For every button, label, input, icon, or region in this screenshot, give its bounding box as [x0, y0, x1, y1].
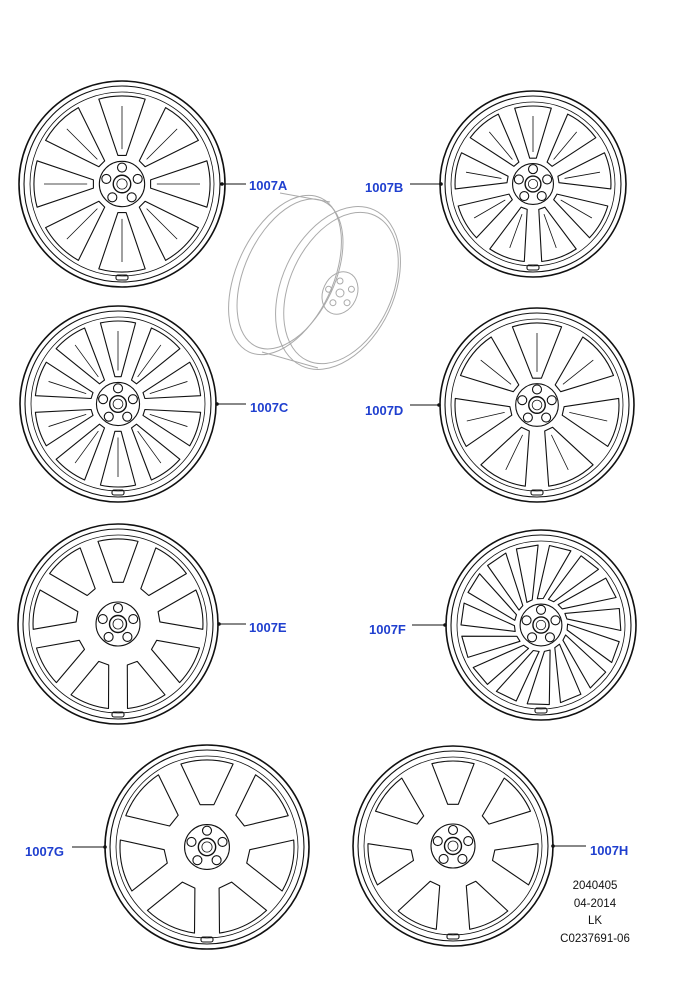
callout-1007b[interactable]: 1007B [365, 180, 404, 195]
leader-dot [103, 845, 107, 849]
callout-1007c[interactable]: 1007C [250, 400, 289, 415]
leader-dot [551, 844, 555, 848]
callout-1007g[interactable]: 1007G [25, 844, 65, 859]
leader-dot [439, 182, 443, 186]
reference-date: 04-2014 [573, 898, 617, 910]
wheel-1007f [412, 529, 637, 721]
reference-code: 2040405 [572, 880, 618, 892]
wheel-1007h [352, 745, 586, 947]
wheel-1007e [17, 523, 246, 725]
wheel-1007d [410, 307, 635, 503]
callout-1007e[interactable]: 1007E [249, 620, 287, 635]
wheel-1007a [18, 80, 246, 288]
reference-catalog: C0237691-06 [560, 933, 630, 945]
leader-dot [437, 403, 441, 407]
leader-dot [220, 182, 224, 186]
generic-wheel-perspective [228, 192, 401, 370]
callout-1007h[interactable]: 1007H [590, 843, 629, 858]
wheel-1007g [72, 744, 310, 950]
leader-dot [215, 402, 219, 406]
callout-1007f[interactable]: 1007F [369, 622, 406, 637]
leader-dot [217, 622, 221, 626]
callout-1007a[interactable]: 1007A [249, 178, 288, 193]
wheel-1007c [19, 305, 246, 503]
callout-1007d[interactable]: 1007D [365, 403, 404, 418]
leader-dot [443, 623, 447, 627]
reference-initials: LK [587, 915, 603, 927]
wheel-1007b [410, 90, 627, 278]
